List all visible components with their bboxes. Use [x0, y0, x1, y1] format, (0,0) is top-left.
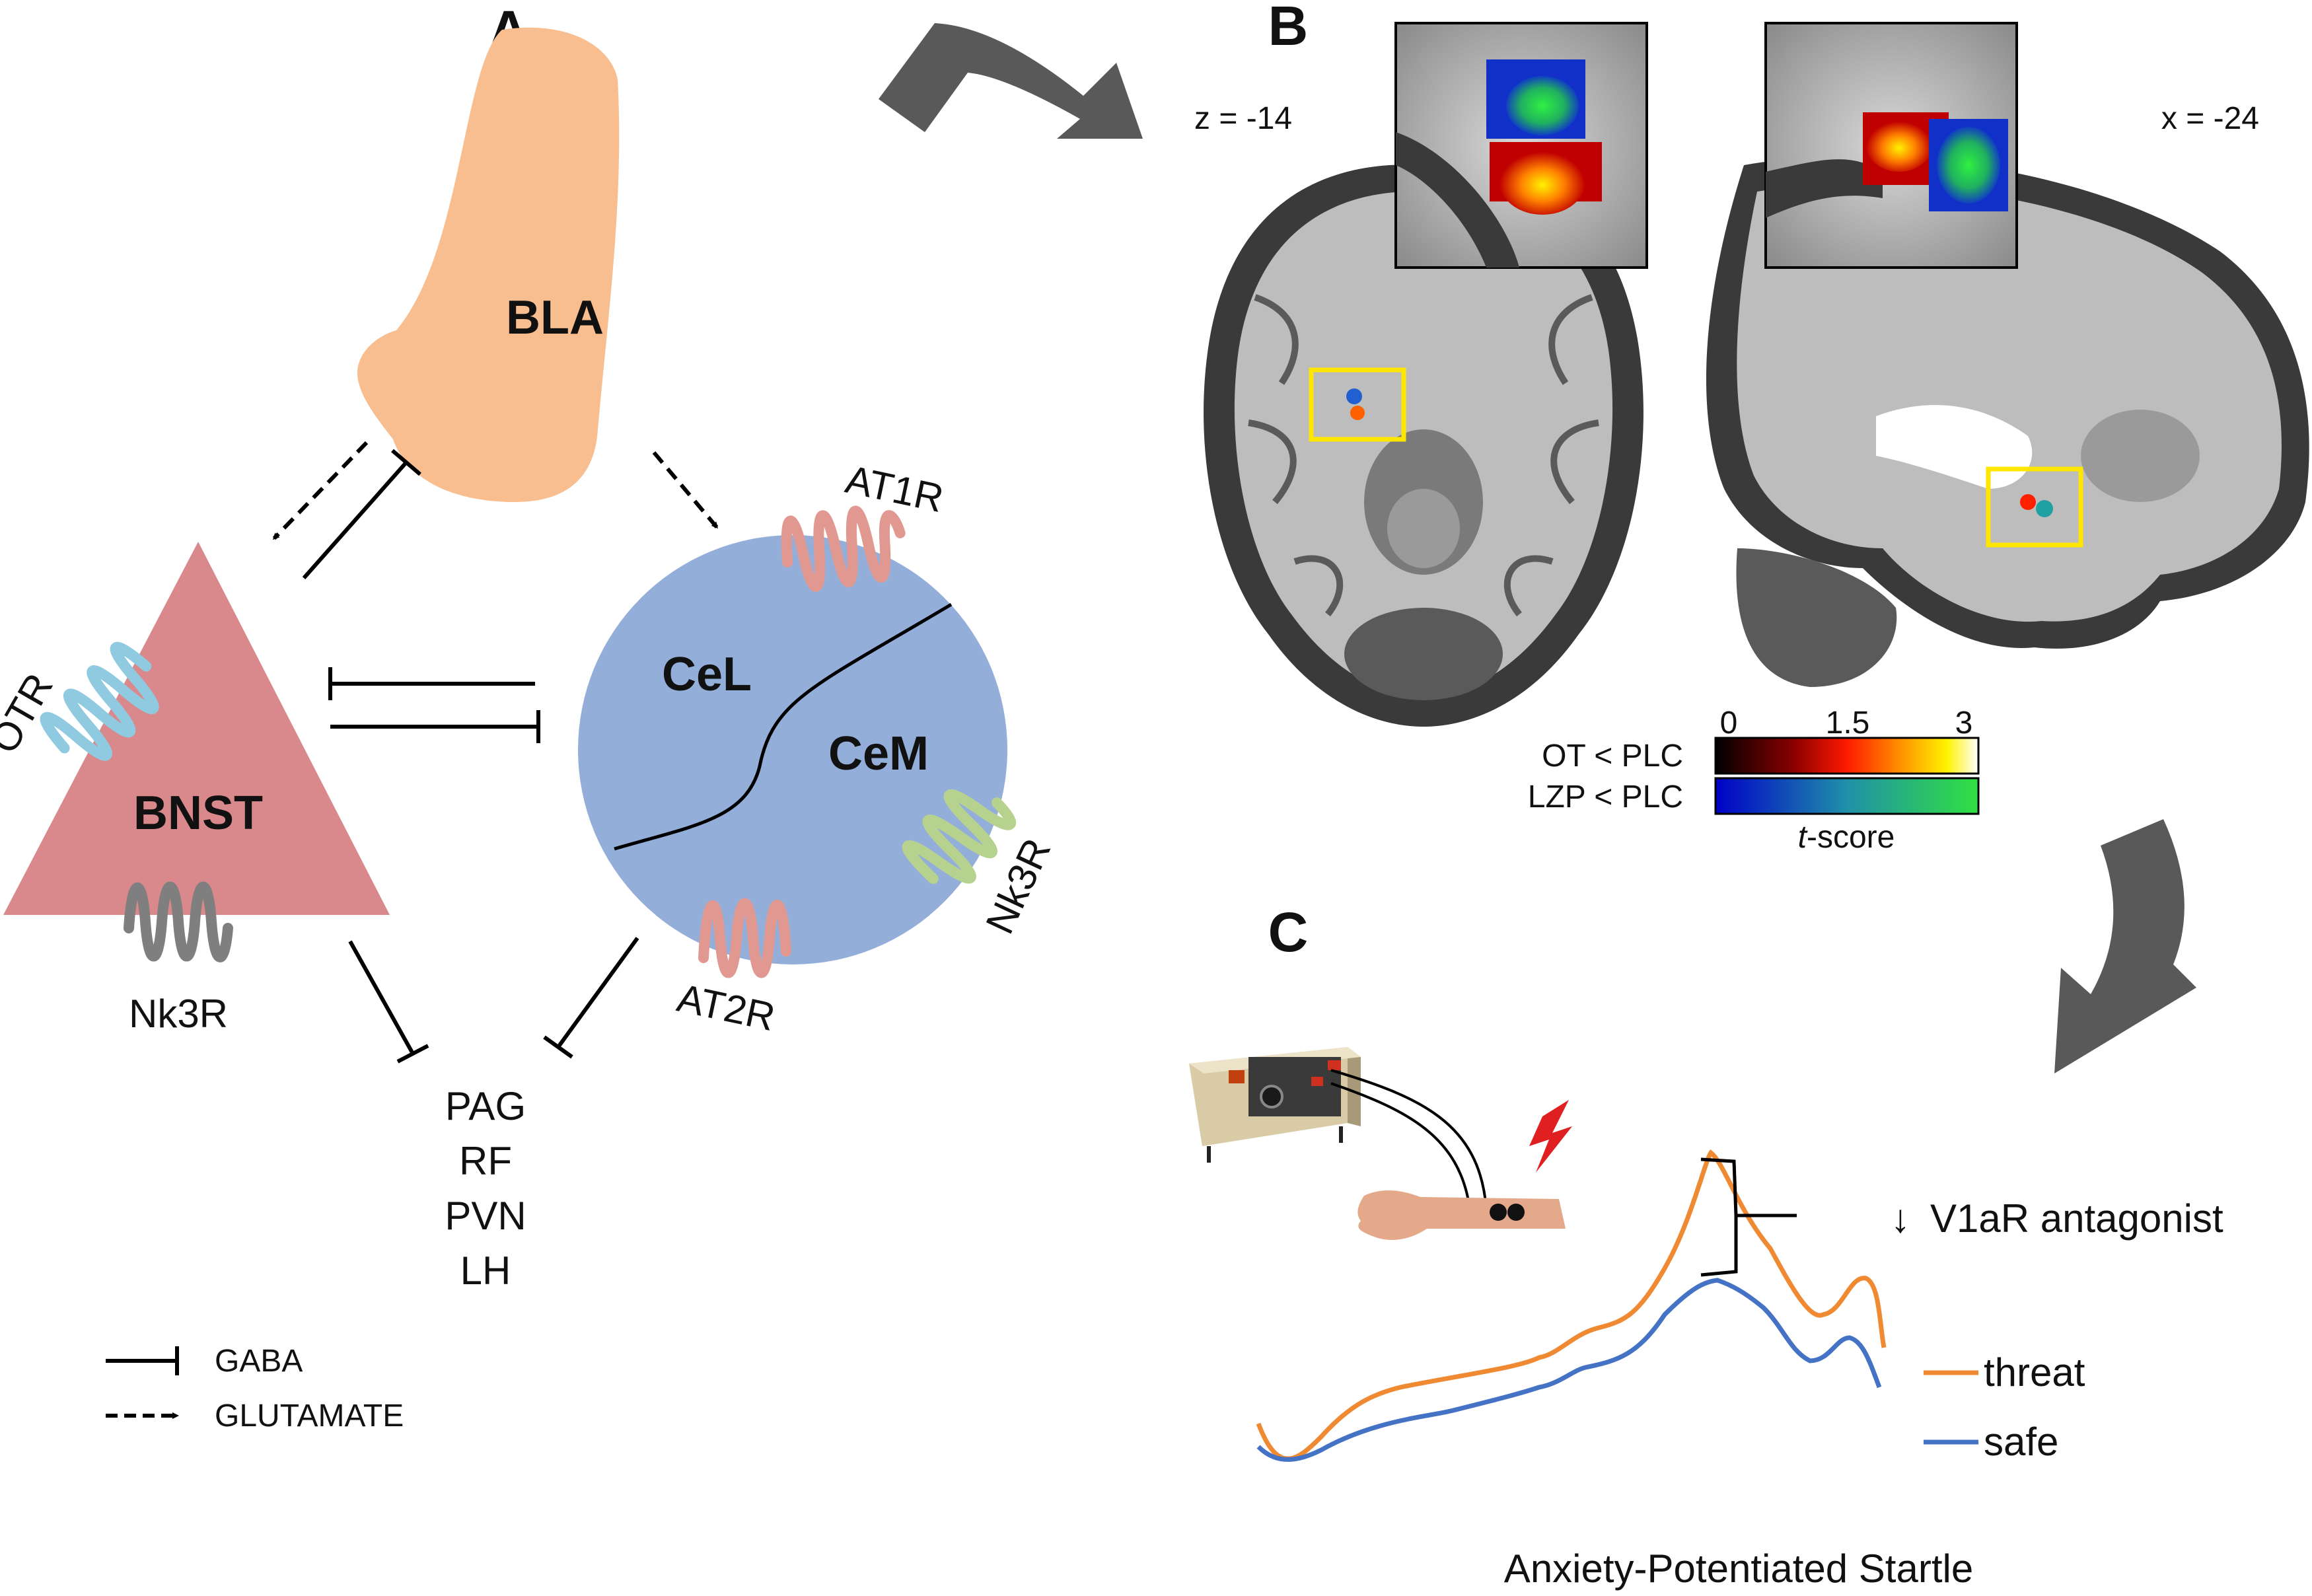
- sagittal-brain-slice-image: [1706, 156, 2309, 687]
- glutamate-legend-label: GLUTAMATE: [215, 1398, 404, 1433]
- bnst-to-cel-gaba-inhibition: [330, 710, 540, 743]
- bla-to-cel-glutamate-arrow: [652, 451, 719, 529]
- startle-legend: threat safe: [1924, 1350, 2085, 1464]
- cel-cem-divider: [614, 602, 953, 851]
- output-pvn: PVN: [445, 1194, 526, 1238]
- colorbar-tick-2: 3: [1955, 706, 1973, 741]
- central-amygdala-region: [578, 535, 1007, 964]
- gaba-legend-label: GABA: [215, 1344, 303, 1379]
- startle-waveform-plot: [1256, 1149, 1887, 1462]
- bnst-label: BNST: [133, 787, 263, 840]
- panel-b-letter: B: [1268, 0, 1309, 57]
- shock-stimulator-device-image: [1189, 1047, 1488, 1210]
- colorbar-tick-0: 0: [1720, 706, 1738, 741]
- nk3r-cem-receptor-icon: [902, 789, 1017, 885]
- v1ar-annotation: ↓V1aR antagonist: [1891, 1196, 2223, 1241]
- panel-a: A BLA BNST OTR Nk3R CeL CeM AT1R AT2R: [0, 0, 1143, 1433]
- colorbar-axis-label: t-score: [1798, 820, 1895, 855]
- at2r-label: AT2R: [673, 976, 779, 1039]
- panel-b: B z = -14 x = -24: [1194, 0, 2309, 1073]
- otr-receptor-icon: [40, 641, 159, 761]
- cem-to-outputs-gaba-inhibition: [543, 937, 639, 1059]
- forearm-image: [1357, 1190, 1566, 1240]
- at1r-receptor-icon: [781, 505, 906, 592]
- axial-zoom-inset-image: [1394, 22, 1648, 269]
- panel-c: C ↓V1aR antagoni: [1189, 901, 2223, 1591]
- lzp-colorbar-label: LZP < PLC: [1528, 780, 1683, 815]
- panel-a-to-b-arrow-icon: [879, 23, 1143, 139]
- at2r-receptor-icon: [698, 898, 791, 978]
- bnst-region: [3, 542, 390, 915]
- threat-legend-label: threat: [1984, 1350, 2085, 1395]
- axial-highlight-box: [1309, 367, 1406, 442]
- bla-label: BLA: [506, 291, 604, 344]
- ot-colorbar-label: OT < PLC: [1542, 739, 1683, 774]
- sagittal-coordinate-label: x = -24: [2161, 101, 2259, 136]
- axial-coordinate-label: z = -14: [1194, 101, 1292, 136]
- output-targets: PAG RF PVN LH: [445, 1084, 526, 1293]
- safe-legend-label: safe: [1984, 1420, 2058, 1464]
- panel-b-to-c-arrow-icon: [2054, 819, 2196, 1073]
- nk3r-bnst-receptor-icon: [124, 881, 233, 962]
- threat-waveform-line: [1256, 1149, 1887, 1461]
- output-pag: PAG: [445, 1084, 526, 1128]
- safe-waveform-line: [1256, 1278, 1882, 1462]
- projection-legend: GABA GLUTAMATE: [106, 1344, 404, 1433]
- startle-title: Anxiety-Potentiated Startle: [1504, 1546, 1973, 1591]
- output-rf: RF: [459, 1139, 512, 1183]
- down-arrow-icon: ↓: [1891, 1196, 1910, 1241]
- cel-to-bnst-gaba-inhibition: [328, 667, 535, 700]
- bla-to-bnst-glutamate-arrow: [272, 441, 369, 540]
- panel-c-letter: C: [1268, 901, 1309, 963]
- cem-label: CeM: [828, 727, 929, 780]
- bla-region: [357, 27, 620, 502]
- colorbar-tick-1: 1.5: [1826, 706, 1870, 741]
- nk3r-bnst-label: Nk3R: [129, 992, 228, 1036]
- bnst-to-outputs-gaba-inhibition: [348, 940, 429, 1064]
- ot-colorbar: [1714, 737, 1980, 775]
- sagittal-highlight-box: [1986, 466, 2083, 548]
- output-lh: LH: [460, 1249, 511, 1293]
- colorbar-legend: 0 1.5 3 OT < PLC LZP < PLC t-score: [1528, 706, 1980, 855]
- startle-difference-brace: [1700, 1157, 1797, 1277]
- axial-brain-slice-image: [1204, 164, 1644, 727]
- lzp-colorbar: [1714, 777, 1980, 815]
- bnst-to-bla-gaba-inhibition: [302, 449, 421, 579]
- sagittal-zoom-inset-image: [1764, 22, 2018, 269]
- lightning-bolt-icon: [1529, 1100, 1572, 1173]
- cel-label: CeL: [662, 648, 752, 701]
